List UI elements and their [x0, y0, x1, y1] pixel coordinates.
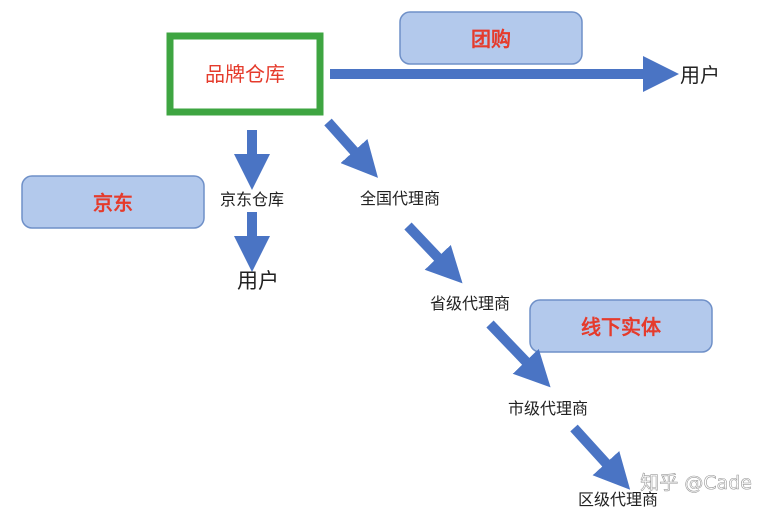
- offline-label: 线下实体: [581, 315, 662, 339]
- group-buy-label: 团购: [471, 27, 511, 51]
- brand-warehouse-node: 品牌仓库: [166, 32, 324, 116]
- national-agent-label: 全国代理商: [360, 189, 440, 208]
- arrow-city-to-district: [570, 424, 631, 490]
- district-agent-label: 区级代理商: [578, 490, 658, 509]
- brand-warehouse-label: 品牌仓库: [205, 62, 285, 86]
- channel-box-jd: 京东: [21, 175, 205, 229]
- jd-warehouse-label: 京东仓库: [220, 190, 284, 209]
- watermark: 知乎 @Cade: [640, 472, 752, 494]
- channel-box-offline: 线下实体: [529, 299, 713, 353]
- arrow-provincial-to-city: [486, 320, 551, 388]
- city-agent-label: 市级代理商: [508, 399, 588, 418]
- arrow-national-to-provincial: [404, 222, 463, 284]
- channel-box-group-buy: 团购: [399, 11, 583, 65]
- jd-label: 京东: [93, 191, 133, 215]
- arrow-brand-to-national: [324, 118, 379, 178]
- user-top-label: 用户: [680, 63, 720, 87]
- user-jd-label: 用户: [237, 269, 279, 293]
- provincial-agent-label: 省级代理商: [430, 294, 510, 313]
